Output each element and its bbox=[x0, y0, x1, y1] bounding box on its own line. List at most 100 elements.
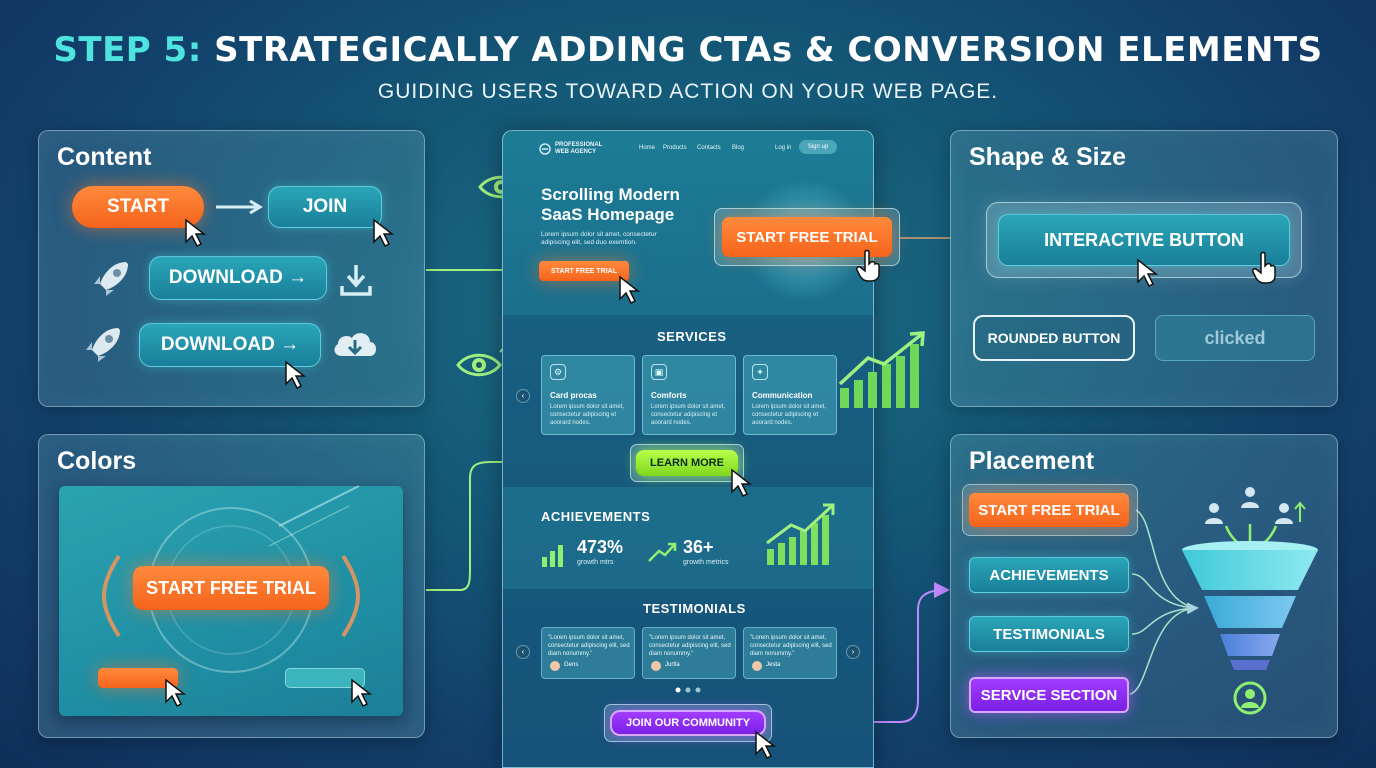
colors-panel-title: Colors bbox=[57, 447, 137, 475]
arrow-join-to-placement bbox=[772, 582, 950, 723]
stat-1-label: growth mtrs bbox=[577, 559, 614, 566]
service-card-2[interactable]: ▣ Comforts Lorem ipsum dolor sit amet, c… bbox=[642, 355, 736, 435]
download-button-2[interactable]: DOWNLOAD → bbox=[139, 323, 321, 367]
communication-icon: ✦ bbox=[752, 364, 768, 380]
stat-2-label: growth metrics bbox=[683, 559, 729, 566]
achievements-heading: ACHIEVEMENTS bbox=[541, 509, 651, 524]
join-button[interactable]: JOIN bbox=[268, 186, 382, 228]
title-accent: STEP 5: bbox=[53, 30, 202, 70]
placement-achievements-button[interactable]: ACHIEVEMENTS bbox=[969, 557, 1129, 593]
brand-line-2: WEB AGENCY bbox=[555, 149, 597, 155]
trend-up-icon bbox=[648, 542, 677, 562]
placement-panel-title: Placement bbox=[969, 447, 1095, 475]
testimonial-name: Jurtla bbox=[665, 662, 680, 668]
testimonial-card-3: "Lorem ipsum dolor sit amet, consectetur… bbox=[743, 627, 837, 679]
service-card-text: Lorem ipsum dolor sit amet, consectetur … bbox=[550, 404, 625, 426]
hero-text: Lorem ipsum dolor sit amet, consectetur … bbox=[541, 231, 657, 246]
orange-swatch-button[interactable] bbox=[98, 668, 178, 688]
clicked-button[interactable]: clicked bbox=[1155, 315, 1315, 361]
arrow-colors-to-learnmore bbox=[426, 454, 628, 591]
service-card-title: Communication bbox=[752, 391, 813, 400]
nav-home[interactable]: Home bbox=[639, 145, 656, 151]
service-card-3[interactable]: ✦ Communication Lorem ipsum dolor sit am… bbox=[743, 355, 837, 435]
cursor-icon-orange-swatch bbox=[165, 678, 187, 708]
service-card-title: Comforts bbox=[651, 391, 687, 400]
nav-login[interactable]: Log in bbox=[775, 145, 792, 151]
avatar bbox=[550, 661, 560, 671]
testimonial-text: "Lorem ipsum dolor sit amet, consectetur… bbox=[649, 635, 731, 657]
growth-chart-large-icon bbox=[838, 331, 925, 408]
cursor-icon-start bbox=[185, 218, 207, 248]
cursor-icon-join-community bbox=[755, 730, 777, 760]
shape-size-panel-title: Shape & Size bbox=[969, 143, 1126, 171]
hero-title: Scrolling Modern SaaS Homepage bbox=[541, 185, 680, 225]
download-icon bbox=[340, 265, 372, 296]
growth-chart-icon bbox=[766, 503, 835, 565]
testimonials-heading: TESTIMONIALS bbox=[643, 601, 746, 616]
service-card-text: Lorem ipsum dolor sit amet, consectetur … bbox=[752, 404, 827, 426]
big-start-free-trial-button[interactable]: START FREE TRIAL bbox=[722, 217, 892, 257]
page-subtitle: GUIDING USERS TOWARD ACTION ON YOUR WEB … bbox=[377, 80, 999, 103]
testimonial-card-1: "Lorem ipsum dolor sit amet, consectetur… bbox=[541, 627, 635, 679]
start-button[interactable]: START bbox=[72, 186, 204, 228]
services-prev-arrow[interactable]: ‹ bbox=[516, 389, 530, 403]
colors-start-free-trial-button[interactable]: START FREE TRIAL bbox=[133, 566, 329, 610]
title-main: STRATEGICALLY ADDING CTAs & CONVERSION E… bbox=[214, 30, 1323, 70]
conversion-funnel-icon bbox=[1182, 541, 1318, 670]
nav-signup-button[interactable]: Sign up bbox=[799, 140, 837, 154]
testimonials-next-arrow[interactable]: › bbox=[846, 645, 860, 659]
nav-contacts[interactable]: Contacts bbox=[697, 145, 721, 151]
teal-swatch-button[interactable] bbox=[285, 668, 365, 688]
cursor-icon-learn-more bbox=[731, 468, 753, 498]
cursor-icon-download bbox=[285, 360, 307, 390]
interactive-button[interactable]: INTERACTIVE BUTTON bbox=[998, 214, 1290, 266]
cursor-icon-hero-cta bbox=[619, 275, 641, 305]
cloud-download-icon bbox=[334, 333, 376, 356]
placement-start-free-trial-button[interactable]: START FREE TRIAL bbox=[969, 493, 1129, 527]
hero-title-line-1: Scrolling Modern bbox=[541, 185, 680, 204]
learn-more-button[interactable]: LEARN MORE bbox=[636, 450, 738, 476]
testimonial-text: "Lorem ipsum dolor sit amet, consectetur… bbox=[548, 635, 630, 657]
service-card-text: Lorem ipsum dolor sit amet, consectetur … bbox=[651, 404, 726, 426]
comforts-icon: ▣ bbox=[651, 364, 667, 380]
page-title: STEP 5: STRATEGICALLY ADDING CTAs & CONV… bbox=[0, 30, 1376, 70]
avatar bbox=[651, 661, 661, 671]
service-card-title: Card procas bbox=[550, 391, 597, 400]
content-panel-title: Content bbox=[57, 143, 152, 171]
testimonials-prev-arrow[interactable]: ‹ bbox=[516, 645, 530, 659]
rocket-icon-2 bbox=[86, 328, 120, 362]
testimonial-card-2: "Lorem ipsum dolor sit amet, consectetur… bbox=[642, 627, 736, 679]
cursor-icon-interactive bbox=[1137, 258, 1159, 288]
card-process-icon: ⚙ bbox=[550, 364, 566, 380]
eye-icon-bottom bbox=[456, 353, 502, 377]
rocket-icon bbox=[94, 262, 128, 296]
testimonial-name: Gens bbox=[564, 662, 579, 668]
stat-2-value: 36+ bbox=[683, 537, 714, 557]
brand-line-1: PROFESSIONAL bbox=[555, 142, 603, 148]
cursor-icon-join bbox=[373, 218, 395, 248]
cursor-icon-teal-swatch bbox=[351, 678, 373, 708]
arrow-placement-to-funnel bbox=[1129, 509, 1196, 695]
join-our-community-button[interactable]: JOIN OUR COMMUNITY bbox=[610, 710, 766, 736]
hero-start-free-trial-button[interactable]: START FREE TRIAL bbox=[539, 261, 629, 281]
placement-service-section-button[interactable]: SERVICE SECTION bbox=[969, 677, 1129, 713]
nav-products[interactable]: Products bbox=[663, 145, 687, 151]
testimonial-text: "Lorem ipsum dolor sit amet, consectetur… bbox=[750, 635, 832, 657]
nav-blog[interactable]: Blog bbox=[732, 145, 745, 151]
testimonial-name: Jesta bbox=[766, 662, 781, 668]
arrow-right-icon bbox=[216, 199, 263, 215]
stat-1-value: 473% bbox=[577, 537, 624, 557]
hand-pointer-icon-2 bbox=[1252, 251, 1276, 284]
bar-chart-icon-small bbox=[542, 545, 563, 567]
services-heading: SERVICES bbox=[657, 329, 727, 344]
hero-title-line-2: SaaS Homepage bbox=[541, 205, 675, 224]
rounded-button[interactable]: ROUNDED BUTTON bbox=[973, 315, 1135, 361]
hand-pointer-icon bbox=[856, 249, 880, 282]
avatar bbox=[752, 661, 762, 671]
carousel-dots bbox=[675, 687, 701, 693]
brand-logo-icon bbox=[539, 143, 551, 155]
placement-testimonials-button[interactable]: TESTIMONIALS bbox=[969, 616, 1129, 652]
converted-user-icon bbox=[1233, 681, 1267, 715]
service-card-1[interactable]: ⚙ Card procas Lorem ipsum dolor sit amet… bbox=[541, 355, 635, 435]
download-button-1[interactable]: DOWNLOAD → bbox=[149, 256, 327, 300]
